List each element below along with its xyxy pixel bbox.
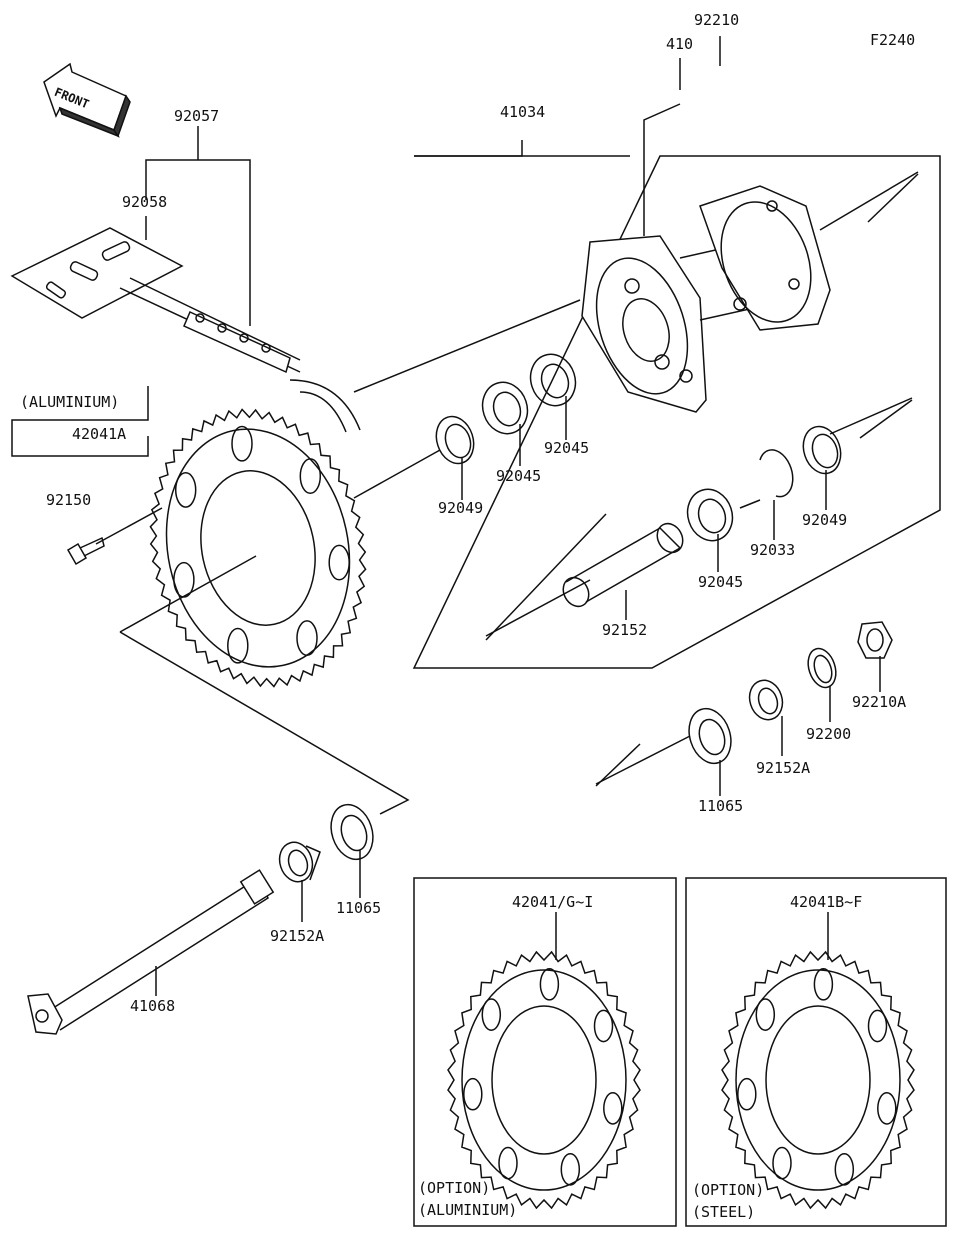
part-label-92150: 92150 xyxy=(46,491,92,509)
drive-chain xyxy=(119,277,361,433)
ball-bearing-92045-b xyxy=(529,353,577,407)
part-label-92033: 92033 xyxy=(750,541,796,559)
sprocket-hole xyxy=(174,471,197,508)
option-aluminium-line2: (ALUMINIUM) xyxy=(418,1201,518,1219)
sprocket-hole xyxy=(328,544,350,581)
option-steel-line2: (STEEL) xyxy=(692,1203,756,1221)
part-label-92057: 92057 xyxy=(174,107,220,125)
sprocket-hole xyxy=(867,1009,888,1043)
sprocket-hole xyxy=(813,967,834,1001)
chain-link-kit-outline xyxy=(10,227,184,319)
sprocket-teeth xyxy=(721,950,915,1210)
part-label-92200: 92200 xyxy=(806,725,852,743)
option-box-aluminium xyxy=(413,877,677,1227)
sprocket-hole xyxy=(593,1009,614,1043)
oil-seal-92049-right xyxy=(802,425,842,475)
part-label-41034: 41034 xyxy=(500,103,546,121)
part-label-92210: 92210 xyxy=(694,11,740,29)
nut-92210A xyxy=(857,621,893,659)
sprocket-teeth xyxy=(447,950,641,1210)
part-label-92049-right: 92049 xyxy=(802,511,848,529)
sprocket-hole xyxy=(231,425,253,462)
rear-axle-41068 xyxy=(27,869,275,1035)
part-label-92045-b: 92045 xyxy=(544,439,590,457)
sprocket-hole xyxy=(296,620,318,657)
sprocket-hole xyxy=(755,998,776,1031)
sprocket-bolt-92150 xyxy=(66,536,105,566)
sprocket-hole xyxy=(603,1092,623,1125)
part-label-410: 410 xyxy=(666,35,694,53)
figure-code: F2240 xyxy=(870,31,916,49)
part-label-92152A-right: 92152A xyxy=(756,759,811,777)
sprocket-hole xyxy=(834,1153,855,1186)
sprocket-hole xyxy=(737,1077,757,1111)
part-label-41068: 41068 xyxy=(130,997,176,1015)
part-label-42041-G-I: 42041/G~I xyxy=(512,893,594,911)
part-label-92210A: 92210A xyxy=(852,693,907,711)
part-label-42041B-F: 42041B~F xyxy=(790,893,863,911)
sprocket-teeth xyxy=(149,408,367,688)
option-steel-line1: (OPTION) xyxy=(692,1181,765,1199)
ball-bearing-92045-c xyxy=(686,488,734,542)
option-box-steel xyxy=(685,877,947,1227)
chain-master-link xyxy=(45,241,131,299)
oil-seal-92049-left xyxy=(435,415,475,465)
sprocket-hole xyxy=(227,627,249,664)
circlip-92033 xyxy=(759,449,794,498)
sprocket-hole xyxy=(481,998,502,1031)
part-label-92045-a: 92045 xyxy=(496,467,542,485)
sprocket-hole xyxy=(772,1146,792,1180)
rear-hub xyxy=(581,171,919,413)
option-sprocket-aluminium xyxy=(447,950,641,1210)
sprocket-hole xyxy=(560,1153,581,1186)
part-label-92049-left: 92049 xyxy=(438,499,484,517)
spacer-92152 xyxy=(562,522,684,608)
aluminium-note: (ALUMINIUM) xyxy=(20,393,120,411)
hub-assembly-outline xyxy=(412,155,941,669)
part-label-11065-left: 11065 xyxy=(336,899,382,917)
option-sprocket-steel xyxy=(721,950,915,1210)
option-aluminium-line1: (OPTION) xyxy=(418,1179,491,1197)
ball-bearing-92045-a xyxy=(481,381,529,435)
part-label-11065-right: 11065 xyxy=(698,797,744,815)
part-label-92152: 92152 xyxy=(602,621,648,639)
part-label-42041A: 42041A xyxy=(72,425,127,443)
sprocket-hole xyxy=(498,1146,518,1180)
sprocket-hole xyxy=(463,1077,483,1111)
rear-sprocket-42041A xyxy=(149,408,367,688)
part-label-92058: 92058 xyxy=(122,193,168,211)
front-arrow-icon xyxy=(43,62,131,138)
part-label-92152A-left: 92152A xyxy=(270,927,325,945)
sprocket-hole xyxy=(299,458,322,495)
part-label-92045-c: 92045 xyxy=(698,573,744,591)
sprocket-hole xyxy=(539,967,560,1001)
collar-92152A-left xyxy=(278,841,321,883)
collar-11065-right xyxy=(688,707,732,765)
sprocket-hole xyxy=(877,1092,897,1125)
collar-92152A-right xyxy=(748,679,784,721)
collar-11065-left xyxy=(330,803,374,861)
washer-92200 xyxy=(807,647,837,689)
